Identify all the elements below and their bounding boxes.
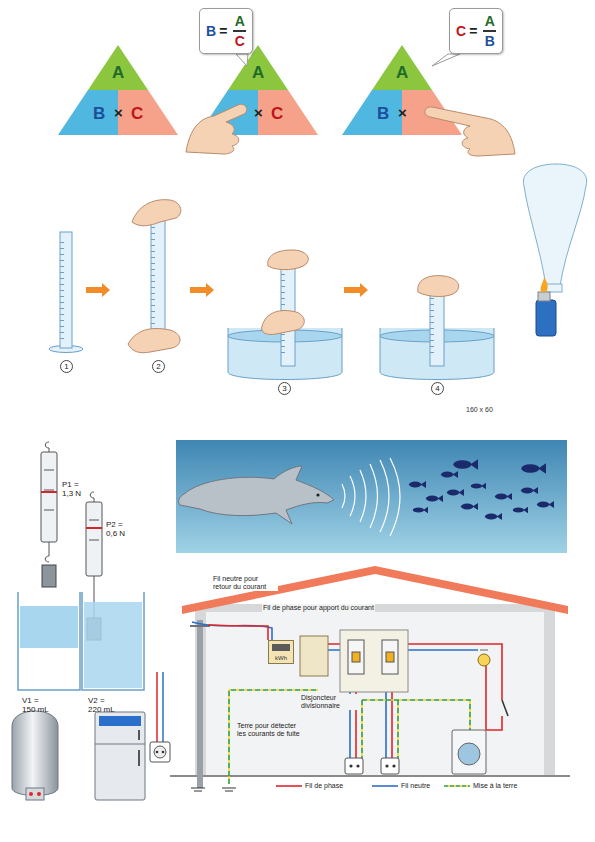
volume-label: V2 = 220 mL (88, 696, 117, 714)
wire-label: Fil neutre pour retour du courant (212, 575, 278, 591)
triangle-top-text: A (252, 63, 264, 82)
fraction: AC (233, 13, 246, 49)
cylinder-step-3 (228, 250, 342, 380)
dimension-note: 160 x 60 (466, 406, 493, 414)
formula-term: A (235, 13, 245, 29)
panel-label: Disjoncteur divisionnaire (300, 694, 358, 710)
step-arrows (86, 283, 368, 297)
legend-line-sample (372, 783, 398, 789)
dolphin-echolocation (176, 440, 567, 553)
legend-entry: Mise à la terre (444, 782, 517, 789)
balloon-and-lighter (523, 164, 586, 336)
wiring (192, 622, 502, 784)
meter-display (272, 644, 290, 651)
equals-sign: = (469, 23, 477, 39)
fraction-bar (233, 30, 246, 32)
fraction: AB (483, 13, 496, 49)
fridge (95, 712, 145, 800)
wire-label: Fil de phase pour apport du courant (262, 604, 375, 612)
formula-term: B (206, 23, 216, 39)
electric-meter: kWh (268, 640, 294, 664)
legend-text: Fil de phase (305, 782, 343, 789)
cylinder-step-4 (380, 276, 494, 380)
triangle-right: C (131, 105, 143, 122)
electrical-panel (300, 630, 408, 692)
step-number: 3 (278, 382, 291, 395)
cylinder-step-1 (49, 232, 83, 353)
hand (186, 104, 247, 154)
callout-tail (432, 54, 460, 66)
step-number: 1 (60, 360, 73, 373)
house (170, 566, 570, 776)
triangle-top-text: A (112, 63, 124, 82)
water-heater (12, 711, 58, 800)
triangle-3 (342, 45, 462, 135)
hand (425, 107, 515, 156)
volume-label: V1 = 150 mL (22, 696, 51, 714)
beaker-2 (82, 592, 144, 690)
cylinder-step-2 (128, 200, 181, 353)
triangle-left-text: B (93, 104, 105, 123)
appliances (345, 650, 508, 774)
electric-meter-text: kWh (275, 655, 287, 661)
formula-term: C (456, 23, 466, 39)
triangle-left-text: B (377, 104, 389, 123)
triangle-right-text: C (271, 104, 283, 123)
triangle-top: A (112, 64, 124, 81)
step-number-text: 3 (282, 384, 286, 393)
formula-callout: B= AC (199, 8, 253, 54)
callout-tail (236, 54, 248, 66)
triangle-left: B (93, 105, 105, 122)
legend-entry: Fil neutre (372, 782, 430, 789)
step-number-text: 4 (435, 384, 439, 393)
formula-term: B (485, 33, 495, 49)
step-number: 4 (431, 382, 444, 395)
beaker-1 (18, 592, 80, 690)
triangle-top-text: A (396, 63, 408, 82)
triangle-right-text: C (131, 104, 143, 123)
multiply-sign: × (114, 104, 123, 121)
legend-entry: Fil de phase (276, 782, 343, 789)
ground-label: Terre pour détecter les courants de fuit… (236, 722, 308, 738)
triangle-left: B (377, 105, 389, 122)
triangle-top: A (396, 64, 408, 81)
equals-sign: = (219, 23, 227, 39)
wall-socket (150, 672, 170, 762)
multiply-sign: × (254, 104, 263, 121)
legend-line-sample (276, 783, 302, 789)
triangle-top: A (252, 64, 264, 81)
triangle-right: C (271, 105, 283, 122)
legend-line-sample (444, 783, 470, 789)
spring-scale-1 (41, 442, 57, 587)
triangle-1 (58, 45, 178, 135)
formula-callout: C= AB (449, 8, 503, 54)
step-number-text: 1 (64, 362, 68, 371)
step-number-text: 2 (156, 362, 160, 371)
step-number: 2 (152, 360, 165, 373)
formula-term: C (235, 33, 245, 49)
fraction-bar (483, 30, 496, 32)
legend-text: Mise à la terre (473, 782, 517, 789)
legend-text: Fil neutre (401, 782, 430, 789)
weight-label: P1 = 1,3 N (62, 480, 88, 498)
multiply-sign: × (398, 104, 407, 121)
formula-term: A (485, 13, 495, 29)
weight-label: P2 = 0,6 N (106, 520, 132, 538)
